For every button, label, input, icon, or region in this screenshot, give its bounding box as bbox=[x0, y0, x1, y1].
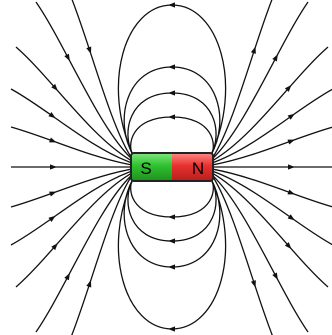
field-line-north bbox=[212, 168, 332, 208]
magnet-north-half bbox=[172, 153, 213, 181]
field-line-south bbox=[10, 170, 132, 246]
field-line-north bbox=[212, 173, 329, 288]
field-arrow bbox=[272, 54, 278, 62]
field-arrow bbox=[284, 242, 292, 250]
field-arrow bbox=[287, 139, 295, 145]
field-line-south bbox=[35, 175, 132, 333]
field-arrow bbox=[250, 280, 256, 288]
magnet-outline bbox=[130, 152, 214, 182]
field-line-south bbox=[10, 168, 132, 208]
field-arrow bbox=[168, 264, 176, 270]
north-pole-label: N bbox=[192, 159, 204, 178]
field-arrow bbox=[168, 2, 176, 8]
field-arrow bbox=[287, 214, 295, 221]
field-arrow bbox=[49, 137, 57, 143]
field-line-north bbox=[212, 1, 309, 159]
field-arrow bbox=[168, 90, 176, 96]
field-arrows bbox=[48, 2, 295, 332]
field-arrow bbox=[64, 272, 70, 281]
field-line-south bbox=[71, 0, 132, 158]
field-arrow bbox=[51, 83, 58, 91]
field-arrow bbox=[168, 326, 176, 332]
field-arrow bbox=[287, 113, 295, 120]
field-loop bbox=[123, 178, 221, 268]
field-line-north bbox=[212, 126, 332, 166]
field-line-north bbox=[212, 175, 309, 333]
field-arrow bbox=[49, 191, 57, 197]
field-line-south bbox=[10, 88, 132, 164]
field-arrow bbox=[51, 243, 58, 251]
field-arrow bbox=[272, 272, 278, 280]
field-line-north bbox=[212, 170, 332, 246]
field-loop bbox=[130, 178, 214, 218]
field-arrow bbox=[284, 84, 292, 92]
field-line-south bbox=[10, 126, 132, 166]
field-line-north bbox=[212, 0, 273, 158]
field-loop bbox=[127, 178, 217, 242]
field-arrow bbox=[168, 238, 176, 244]
field-arrow bbox=[86, 279, 92, 288]
field-loop bbox=[127, 92, 217, 156]
field-arrow bbox=[168, 64, 176, 70]
field-loop bbox=[130, 116, 214, 156]
field-line-south bbox=[71, 176, 132, 335]
field-line-north bbox=[212, 88, 332, 164]
field-line-north bbox=[212, 46, 329, 161]
field-loop bbox=[123, 66, 221, 156]
field-lines bbox=[10, 0, 332, 335]
field-arrow bbox=[48, 215, 56, 222]
field-arrow bbox=[50, 164, 57, 170]
bar-magnet: S N bbox=[130, 152, 214, 182]
field-arrow bbox=[86, 46, 92, 55]
field-line-north bbox=[212, 176, 273, 335]
south-pole-label: S bbox=[140, 159, 151, 178]
field-arrow bbox=[48, 112, 56, 119]
field-arrow bbox=[250, 46, 256, 54]
field-line-south bbox=[15, 173, 132, 288]
field-line-south bbox=[15, 46, 132, 161]
field-arrow bbox=[287, 189, 295, 195]
field-line-south bbox=[35, 1, 132, 159]
magnet-south-half bbox=[131, 153, 173, 181]
field-arrow bbox=[168, 114, 176, 120]
field-arrow bbox=[168, 214, 176, 220]
field-arrow bbox=[64, 53, 70, 62]
field-arrow bbox=[288, 164, 295, 170]
